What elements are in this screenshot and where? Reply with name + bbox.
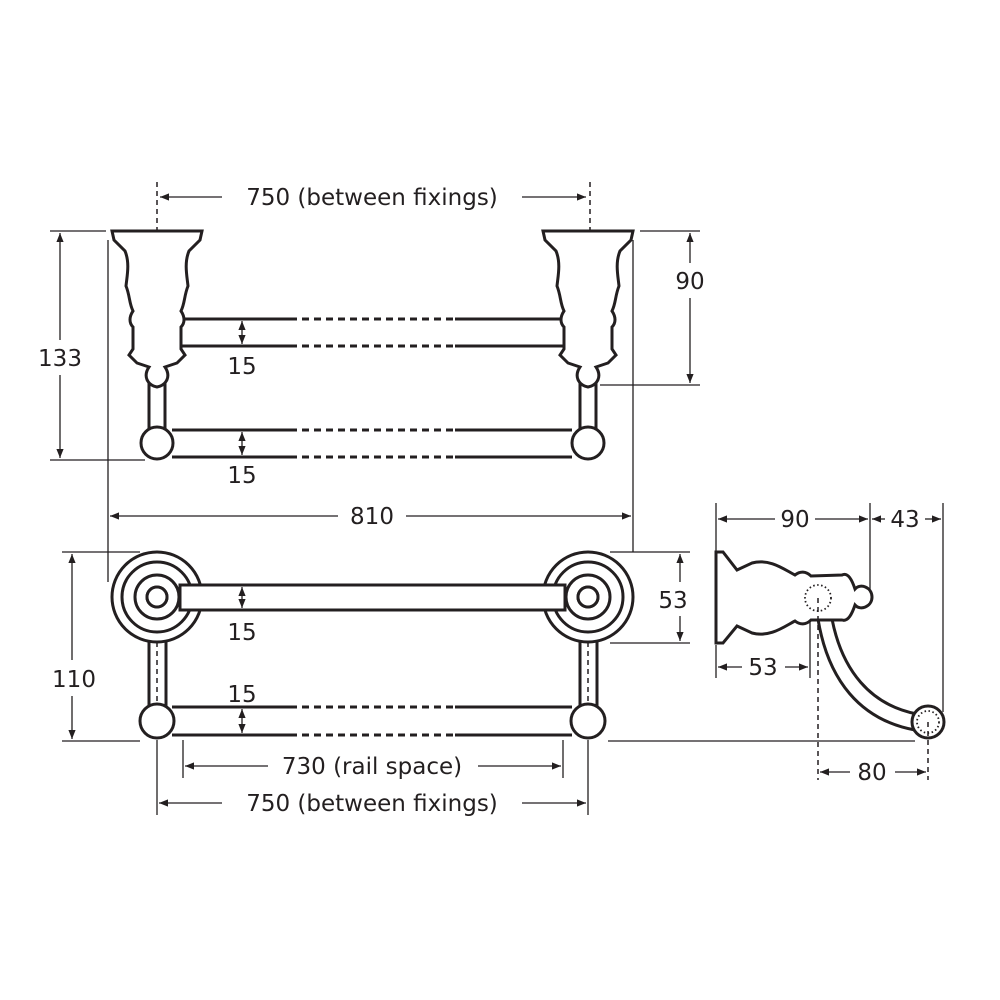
dim-plan-lower-rail-dia: 15 xyxy=(227,682,256,708)
dim-top-rail-dia: 15 xyxy=(227,354,256,380)
dim-overall-810: 810 xyxy=(350,504,394,530)
dim-side-43: 43 xyxy=(890,507,919,533)
dim-height-133: 133 xyxy=(38,346,82,372)
right-end-ball xyxy=(570,425,606,461)
dim-bottom-between-fixings: 750 (between fixings) xyxy=(246,791,498,817)
right-bracket xyxy=(541,229,635,389)
side-arm xyxy=(816,617,919,732)
left-end-ball xyxy=(139,425,175,461)
dim-plan-top-rail-dia: 15 xyxy=(227,620,256,646)
plan-view xyxy=(110,550,635,740)
dim-rail-space: 730 (rail space) xyxy=(282,754,462,780)
plan-top-rail xyxy=(178,583,567,612)
side-view xyxy=(714,550,946,780)
dim-side-80: 80 xyxy=(857,760,886,786)
left-bracket xyxy=(110,229,204,389)
side-bracket xyxy=(714,550,874,645)
dim-depth-110: 110 xyxy=(52,667,96,693)
dim-height-90: 90 xyxy=(675,269,704,295)
dim-top-between-fixings: 750 (between fixings) xyxy=(246,185,498,211)
dim-rosette-53: 53 xyxy=(658,588,687,614)
dim-side-53: 53 xyxy=(748,655,777,681)
front-elevation xyxy=(110,182,635,461)
dim-side-90: 90 xyxy=(780,507,809,533)
dim-lower-rail-dia: 15 xyxy=(227,463,256,489)
